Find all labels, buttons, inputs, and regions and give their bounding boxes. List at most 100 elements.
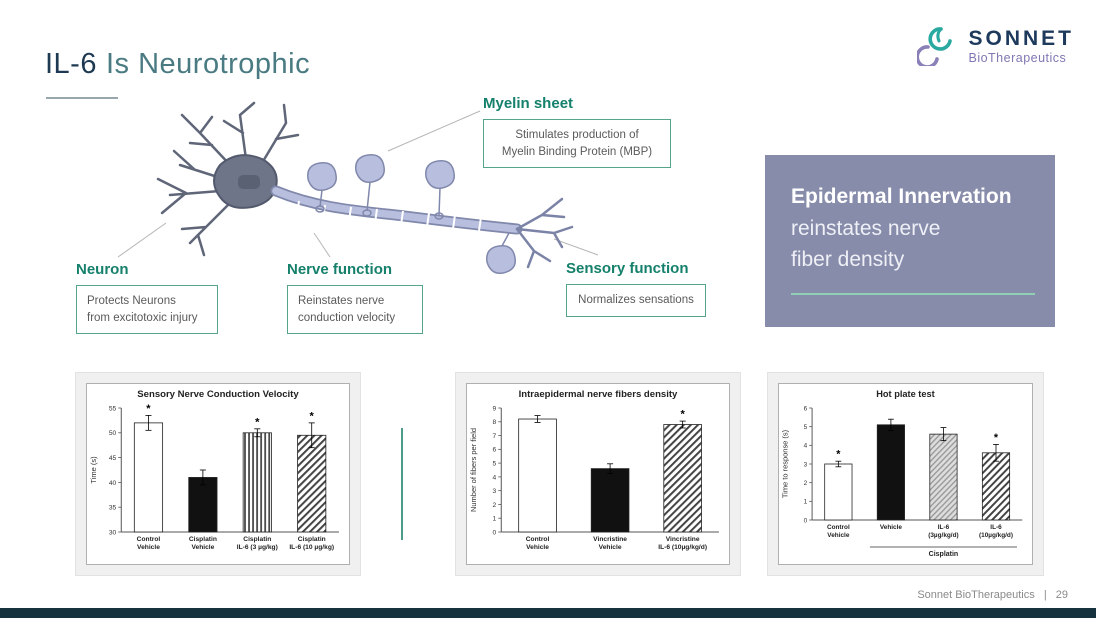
svg-text:Vincristine: Vincristine	[593, 536, 627, 543]
svg-text:Vehicle: Vehicle	[191, 544, 214, 551]
neuron-illustration	[62, 95, 662, 290]
callout-myelin: Myelin sheet Stimulates production of My…	[483, 95, 671, 169]
callout-nerve-line2: conduction velocity	[298, 311, 396, 324]
bottom-accent-bar	[0, 608, 1096, 618]
svg-text:*: *	[836, 449, 841, 461]
svg-text:35: 35	[109, 505, 117, 512]
svg-text:(10µg/kg/d): (10µg/kg/d)	[979, 532, 1013, 539]
callout-neuron-line2: from excitotoxic injury	[87, 311, 198, 324]
svg-text:Cisplatin: Cisplatin	[243, 536, 271, 543]
svg-text:Control: Control	[827, 524, 850, 531]
svg-text:0: 0	[804, 517, 808, 524]
connector-myelin	[387, 110, 481, 152]
svg-text:5: 5	[804, 424, 808, 431]
footer-company: Sonnet BioTherapeutics	[917, 589, 1035, 601]
panel-line3: fiber density	[791, 248, 905, 271]
panel-line2: reinstates nerve	[791, 216, 941, 240]
footer-page-number: 29	[1055, 589, 1068, 601]
svg-text:Control: Control	[137, 536, 161, 543]
svg-text:Vehicle: Vehicle	[599, 544, 622, 551]
callout-sensory: Sensory function Normalizes sensations	[566, 260, 706, 317]
svg-text:Sensory Nerve Conduction Veloc: Sensory Nerve Conduction Velocity	[137, 389, 299, 400]
svg-text:IL-6: IL-6	[990, 524, 1002, 531]
svg-text:IL-6 (3 µg/kg): IL-6 (3 µg/kg)	[237, 544, 278, 551]
callout-nerve-box: Reinstates nerve conduction velocity	[287, 285, 423, 335]
callout-nerve-heading: Nerve function	[287, 261, 393, 278]
svg-text:IL-6 (10µg/kg/d): IL-6 (10µg/kg/d)	[658, 544, 707, 551]
svg-text:50: 50	[109, 430, 117, 437]
page-title-accent: IL-6	[45, 48, 97, 80]
svg-text:40: 40	[109, 480, 117, 487]
svg-text:*: *	[146, 403, 151, 415]
svg-text:Cisplatin: Cisplatin	[189, 536, 217, 543]
svg-text:5: 5	[493, 461, 497, 468]
callout-myelin-line2: Myelin Binding Protein (MBP)	[501, 145, 653, 158]
panel-line1: Epidermal Innervation	[791, 185, 1012, 208]
connector-sensory	[553, 238, 599, 256]
chart-divider	[401, 428, 403, 540]
svg-text:*: *	[994, 432, 999, 444]
svg-text:IL-6: IL-6	[938, 524, 950, 531]
callout-myelin-line1: Stimulates production of	[515, 129, 639, 141]
svg-text:Number of fibers per field: Number of fibers per field	[469, 428, 478, 512]
svg-text:3: 3	[804, 461, 808, 468]
callout-sensory-heading: Sensory function	[566, 260, 689, 277]
svg-text:Hot plate test: Hot plate test	[876, 389, 934, 399]
svg-text:*: *	[255, 416, 260, 428]
epidermal-innervation-panel: Epidermal Innervation reinstates nerve f…	[765, 155, 1055, 327]
callout-myelin-box: Stimulates production of Myelin Binding …	[483, 119, 671, 169]
svg-text:0: 0	[493, 529, 497, 536]
svg-text:7: 7	[493, 433, 497, 440]
title-underline	[46, 97, 118, 99]
svg-text:8: 8	[493, 419, 497, 426]
svg-text:Vehicle: Vehicle	[526, 544, 549, 551]
svg-text:1: 1	[804, 499, 808, 506]
svg-text:IL-6 (10 µg/kg): IL-6 (10 µg/kg)	[289, 544, 334, 551]
svg-text:Cisplatin: Cisplatin	[929, 550, 959, 558]
svg-text:(3µg/kg/d): (3µg/kg/d)	[928, 532, 958, 539]
svg-text:55: 55	[109, 405, 117, 412]
footer-separator: |	[1043, 589, 1047, 601]
svg-text:6: 6	[493, 447, 497, 454]
connector-neuron	[117, 222, 167, 258]
callout-neuron-box: Protects Neurons from excitotoxic injury	[76, 285, 218, 335]
svg-text:4: 4	[804, 443, 808, 450]
svg-text:Time (s): Time (s)	[89, 456, 98, 484]
panel-underline	[791, 293, 1035, 295]
svg-text:Cisplatin: Cisplatin	[298, 536, 326, 543]
callout-nerve-line1: Reinstates nerve	[298, 295, 385, 307]
svg-text:*: *	[680, 409, 685, 421]
svg-text:Intraepidermal nerve fibers de: Intraepidermal nerve fibers density	[519, 389, 678, 400]
svg-text:4: 4	[493, 474, 497, 481]
callout-nerve: Nerve function Reinstates nerve conducti…	[287, 261, 423, 335]
svg-text:2: 2	[493, 502, 497, 509]
callout-sensory-box: Normalizes sensations	[566, 284, 706, 317]
svg-text:45: 45	[109, 455, 117, 462]
slide-footer: Sonnet BioTherapeutics | 29	[911, 589, 1068, 601]
svg-text:9: 9	[493, 405, 497, 412]
sonnet-logo: SONNET BioTherapeutics	[915, 22, 1074, 71]
svg-text:Vehicle: Vehicle	[880, 524, 902, 531]
svg-text:2: 2	[804, 480, 808, 487]
svg-text:30: 30	[109, 529, 117, 536]
callout-sensory-line1: Normalizes sensations	[578, 294, 694, 306]
page-title-rest: Is Neurotrophic	[105, 48, 311, 80]
svg-text:3: 3	[493, 488, 497, 495]
connector-nerve	[313, 232, 331, 258]
callout-myelin-heading: Myelin sheet	[483, 95, 574, 112]
callout-neuron-heading: Neuron	[76, 261, 129, 278]
svg-text:*: *	[310, 410, 315, 422]
sonnet-logo-icon	[915, 22, 961, 71]
callout-neuron-line1: Protects Neurons	[87, 295, 176, 307]
svg-text:6: 6	[804, 405, 808, 412]
svg-text:Vincristine: Vincristine	[666, 536, 700, 543]
svg-text:1: 1	[493, 516, 497, 523]
logo-subtitle: BioTherapeutics	[968, 51, 1067, 65]
